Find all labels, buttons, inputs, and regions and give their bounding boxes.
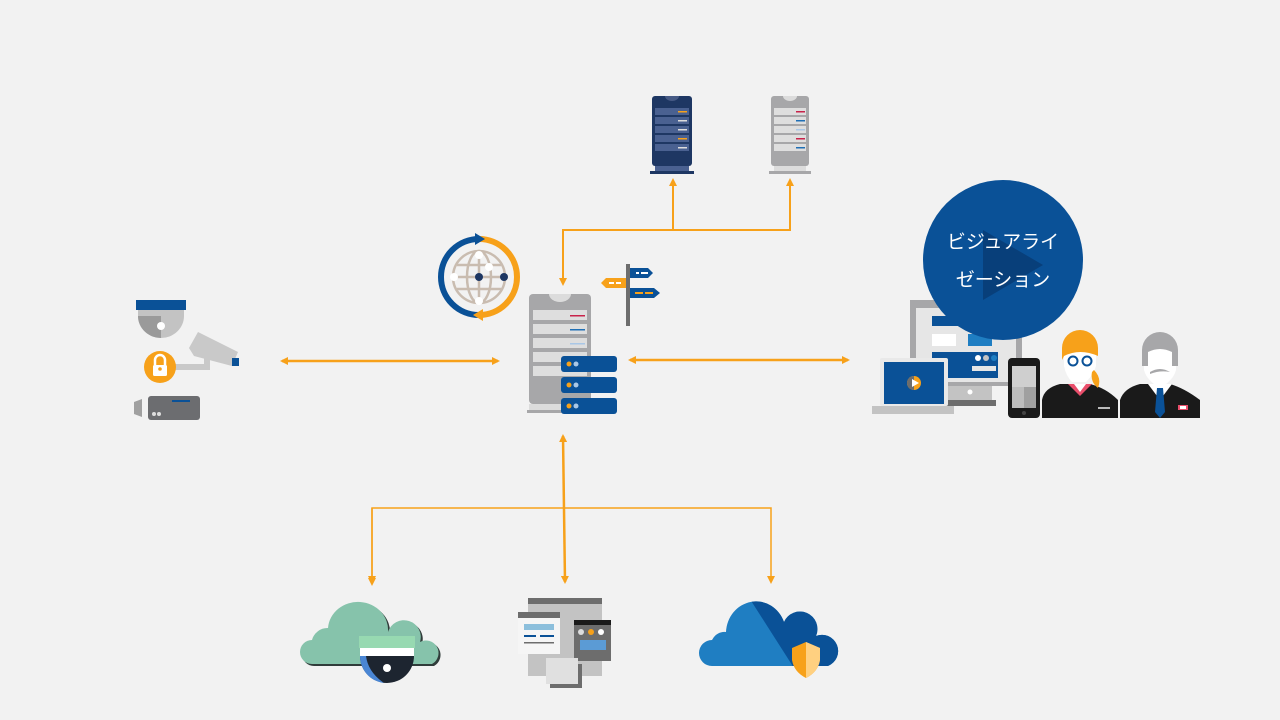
smartphone-icon bbox=[1008, 358, 1040, 418]
signpost-icon bbox=[601, 264, 660, 326]
cloud-shield-icon bbox=[699, 601, 839, 678]
central-server-icon bbox=[527, 294, 617, 414]
play-icon bbox=[907, 376, 921, 390]
connector-central-bottom bbox=[559, 434, 569, 584]
storage-stack bbox=[561, 356, 617, 414]
play-icon bbox=[983, 230, 1043, 300]
dome-camera-icon bbox=[136, 300, 186, 338]
lock-icon bbox=[144, 351, 176, 383]
video-camera-icon bbox=[134, 396, 200, 420]
shield-icon bbox=[792, 642, 820, 678]
camera-group bbox=[134, 300, 239, 420]
server-tower-icon bbox=[769, 96, 811, 174]
woman-avatar-icon bbox=[1042, 330, 1118, 418]
visualization-label-line2: ゼーション bbox=[955, 269, 1051, 291]
cloud-camera-icon bbox=[300, 601, 441, 683]
application-windows-icon bbox=[518, 598, 611, 688]
visualization-devices bbox=[872, 300, 1200, 418]
bullet-camera-icon bbox=[174, 332, 239, 370]
connector-bottom-branch bbox=[368, 507, 775, 584]
globe-sync-icon bbox=[438, 233, 520, 321]
visualization-label-line1: ビジュアライ bbox=[946, 231, 1060, 253]
server-tower-icon bbox=[650, 96, 694, 174]
visualization-badge: ビジュアライ ゼーション bbox=[923, 180, 1083, 340]
laptop-icon bbox=[872, 358, 954, 414]
man-avatar-icon bbox=[1120, 332, 1200, 418]
connector-central-to-top-servers bbox=[562, 178, 794, 282]
